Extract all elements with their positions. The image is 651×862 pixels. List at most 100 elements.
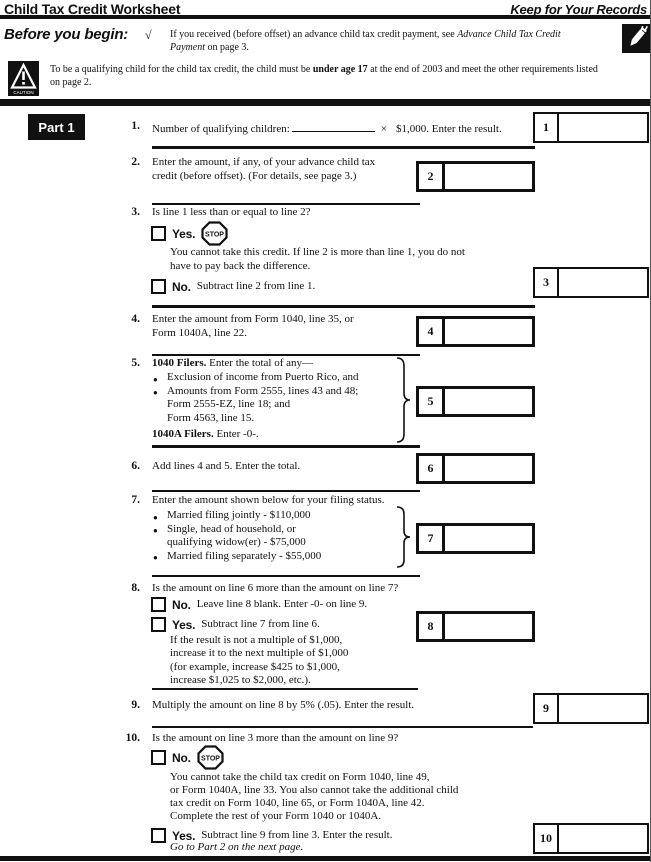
line-2-box-number: 2 [419,164,445,189]
line-8-no-text: Leave line 8 blank. Enter -0- on line 9. [196,597,368,610]
line-8-no-label: No. [172,597,191,612]
line-1-text-post: $1,000. Enter the result. [396,123,502,135]
keep-for-records-label: Keep for Your Records [510,2,647,17]
list-item: Amounts from Form 2555, lines 43 and 48;… [153,385,359,426]
line-5-number: 5. [131,357,140,369]
divider [152,490,420,492]
before-text-pre: If you received (before offset) an advan… [170,29,458,40]
line-4-answer-box[interactable]: 4 [416,316,535,347]
line-7-bullet-list: Married filing jointly - $110,000 Single… [153,509,321,564]
stop-icon: STOP [201,221,228,246]
line-8-yes-checkbox[interactable] [151,617,166,632]
brace [396,357,411,443]
line-5-entry-field[interactable] [445,389,532,414]
divider [152,146,535,149]
line-3-no-checkbox[interactable] [151,279,166,294]
line-3-number: 3. [131,206,140,218]
line-4-entry-field[interactable] [445,319,532,344]
line-6-entry-field[interactable] [445,456,532,481]
line-10-no-checkbox[interactable] [151,750,166,765]
line-8-no-row: No. Leave line 8 blank. Enter -0- on lin… [151,597,367,612]
line-8-entry-field[interactable] [445,614,532,639]
line-9-box-number: 9 [535,695,559,722]
line-5-answer-box[interactable]: 5 [416,386,535,417]
line-3-answer-box[interactable]: 3 [533,267,649,298]
line-3-box-number: 3 [535,269,559,296]
caution-pre: To be a qualifying child for the child t… [50,64,313,75]
line-2-entry-field[interactable] [445,164,532,189]
before-you-begin-label: Before you begin: [4,26,129,43]
line-2-answer-box[interactable]: 2 [416,161,535,192]
line-10-yes-checkbox[interactable] [151,828,166,843]
line-10-box-number: 10 [535,825,559,852]
caution-text-line1: To be a qualifying child for the child t… [50,64,598,77]
list-item: Single, head of household, or qualifying… [153,523,321,550]
divider [152,575,420,577]
line-5-footer: 1040A Filers. Enter -0-. [152,428,259,442]
checkmark-icon: √ [145,28,152,42]
line-10-yes-text: Subtract line 9 from line 3. Enter the r… [201,828,393,841]
line-7-answer-box[interactable]: 7 [416,523,535,554]
line-3-entry-field[interactable] [559,269,647,296]
line-7-entry-field[interactable] [445,526,532,551]
bottom-bar [0,856,651,861]
line-8-answer-box[interactable]: 8 [416,611,535,642]
list-item: Married filing jointly - $110,000 [153,509,321,523]
line-1-answer-box[interactable]: 1 [533,112,649,143]
line-10-yes-row: Yes. Subtract line 9 from line 3. Enter … [151,828,392,843]
line-8-no-checkbox[interactable] [151,597,166,612]
line-8-yes-text: Subtract line 7 from line 6. [201,617,320,630]
line-5-1040-filers-label: 1040 Filers. [152,357,207,369]
line-5-footer-rest: Enter -0-. [213,428,259,440]
line-10-entry-field[interactable] [559,825,647,852]
before-you-begin-text-line1: If you received (before offset) an advan… [170,29,561,42]
line-3-yes-checkbox[interactable] [151,226,166,241]
line-9-answer-box[interactable]: 9 [533,693,649,724]
line-3-yes-label: Yes. [172,226,196,241]
line-1-entry-field[interactable] [559,114,647,141]
header-rule [0,15,651,19]
line-6-number: 6. [131,460,140,472]
line-10-question: Is the amount on line 3 more than the am… [152,732,399,744]
caution-text-line2: on page 2. [50,77,92,88]
line-3-no-label: No. [172,279,191,294]
line-10-answer-box[interactable]: 10 [533,823,649,854]
line-5-heading: 1040 Filers. Enter the total of any— [152,357,313,371]
line-1-number: 1. [131,120,140,132]
line-7-box-number: 7 [419,526,445,551]
line-10-goto-text: Go to Part 2 on the next page. [170,841,304,853]
caution-icon: CAUTION [8,61,39,96]
line-8-note: If the result is not a multiple of $1,00… [170,634,349,686]
line-2-text: Enter the amount, if any, of your advanc… [152,156,376,182]
divider [152,305,535,308]
line-9-entry-field[interactable] [559,695,647,722]
before-text-post: on page 3. [205,42,249,53]
line-10-number: 10. [125,732,140,744]
line-5-box-number: 5 [419,389,445,414]
part-1-badge: Part 1 [28,114,85,140]
divider [152,726,533,728]
line-4-number: 4. [131,313,140,325]
pencil-icon [622,24,651,53]
line-5-1040a-filers-label: 1040A Filers. [152,428,214,440]
line-5-heading-rest: Enter the total of any— [206,357,313,369]
line-8-number: 8. [131,582,140,594]
line-3-question: Is line 1 less than or equal to line 2? [152,206,311,218]
line-9-text: Multiply the amount on line 8 by 5% (.05… [152,699,415,711]
stop-icon: STOP [197,745,224,770]
qualifying-children-blank[interactable] [291,120,375,132]
line-10-yes-label: Yes. [172,828,196,843]
line-3-yes-text: You cannot take this credit. If line 2 i… [170,246,465,272]
line-5-bullet-list: Exclusion of income from Puerto Rico, an… [153,371,359,425]
line-6-answer-box[interactable]: 6 [416,453,535,484]
line-10-no-text: You cannot take the child tax credit on … [170,771,459,822]
stop-icon-label: STOP [201,755,220,762]
before-you-begin-text-line2: Payment on page 3. [170,42,249,55]
line-2-number: 2. [131,156,140,168]
line-8-box-number: 8 [419,614,445,639]
line-4-box-number: 4 [419,319,445,344]
before-text-italic: Advance Child Tax Credit [457,29,561,40]
line-3-yes-row: Yes. STOP [151,221,228,246]
caution-bold: under age 17 [312,64,368,75]
section-bar [0,99,651,106]
